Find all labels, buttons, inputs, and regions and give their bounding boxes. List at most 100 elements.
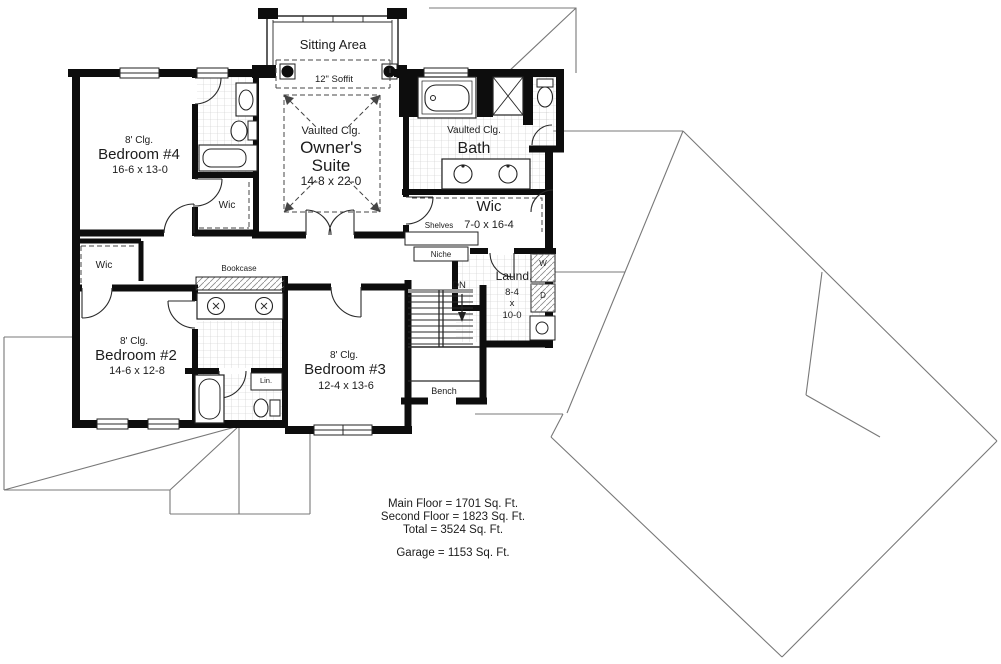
- bedroom4-dims: 16-6 x 13-0: [112, 164, 168, 176]
- linen-closet: [250, 372, 283, 391]
- hall-bath-fixtures: [198, 82, 258, 172]
- owners-wic-name: Wic: [477, 198, 502, 215]
- faucet-icon: [461, 164, 465, 168]
- vaulted-ceiling-symbol: [283, 94, 381, 213]
- window: [196, 67, 229, 79]
- bench-label: Bench: [431, 386, 457, 396]
- laundry-dim-1: 8-4: [505, 287, 519, 298]
- bedroom4-door: [163, 203, 195, 234]
- summary-main-floor: Main Floor = 1701 Sq. Ft.: [388, 498, 518, 510]
- interior-walls: [72, 69, 556, 428]
- dryer-label: D: [540, 291, 546, 300]
- laundry-dim-2: x: [510, 298, 515, 309]
- bedroom2-name: Bedroom #2: [95, 347, 177, 364]
- roof-outline: [3, 7, 998, 658]
- left-wic-label: Wic: [96, 260, 113, 271]
- windows: [96, 67, 469, 436]
- toilet: [230, 120, 258, 142]
- bedroom2-ceiling: 8' Clg.: [120, 336, 148, 347]
- owners-wic-shelving: [412, 197, 543, 232]
- hall-builtins: [404, 231, 479, 262]
- sink: [498, 164, 518, 184]
- bay-corner-post: [387, 8, 407, 19]
- stair-header: [408, 289, 473, 293]
- bookcase-label: Bookcase: [221, 264, 257, 273]
- shower: [492, 76, 524, 116]
- window: [119, 67, 160, 79]
- left-wic-shelving: [80, 245, 136, 283]
- bathtub: [194, 374, 225, 424]
- jack-jill-bath-fixtures: [194, 276, 285, 424]
- soffit-dashed-outline: [275, 59, 391, 89]
- bay-corner-post: [258, 8, 278, 19]
- laundry-sink: [529, 315, 556, 341]
- bedroom4-name: Bedroom #4: [98, 146, 180, 163]
- labels: Sitting Area 12" Soffit 8' Clg. Bedroom …: [95, 37, 547, 559]
- summary-garage: Garage = 1153 Sq. Ft.: [396, 547, 509, 559]
- bedroom2-door: [81, 287, 113, 319]
- sink: [453, 164, 473, 184]
- tub-faucet-icon: [430, 95, 436, 101]
- bathtub: [417, 76, 477, 119]
- washer-label: W: [539, 259, 547, 268]
- double-vanity: [441, 158, 531, 190]
- stairs-dn-label: DN: [452, 280, 466, 291]
- niche-label: Niche: [431, 250, 452, 259]
- bedroom3-door: [330, 286, 362, 318]
- stair-stringer: [438, 290, 444, 347]
- double-vanity: [196, 292, 284, 320]
- window: [147, 418, 180, 430]
- center-wic-label: Wic: [219, 200, 236, 211]
- owners-wic-door: [405, 196, 434, 225]
- center-wic-shelving: [199, 182, 250, 229]
- closet-shelving-dashes: [80, 182, 543, 283]
- door-swings: [81, 77, 554, 399]
- column-icon: [281, 65, 294, 78]
- soffit-label: 12" Soffit: [315, 74, 353, 85]
- summary-total: Total = 3524 Sq. Ft.: [403, 524, 503, 536]
- faucet-icon: [212, 302, 268, 310]
- owners-suite-name-2: Suite: [312, 156, 351, 175]
- hall-bath-door: [194, 77, 222, 105]
- vanity-sink: [235, 82, 258, 117]
- toilet: [253, 398, 281, 418]
- bath-ceiling: Vaulted Clg.: [447, 125, 501, 136]
- bookcase-shelf: [195, 276, 285, 291]
- owners-wic-dims: 7-0 x 16-4: [464, 219, 514, 231]
- wall-pier: [523, 69, 533, 125]
- bedroom3-ceiling: 8' Clg.: [330, 350, 358, 361]
- wall-pier: [477, 69, 493, 117]
- window: [96, 418, 129, 430]
- center-wic-door: [194, 178, 223, 207]
- wall-pier: [399, 69, 418, 117]
- laundry-dim-3: 10-0: [502, 310, 521, 321]
- window: [313, 424, 373, 436]
- shelves-unit: [404, 231, 479, 246]
- owners-suite-ceiling: Vaulted Clg.: [301, 125, 360, 137]
- bedroom3-name: Bedroom #3: [304, 361, 386, 378]
- laundry-door: [489, 252, 515, 278]
- summary-second-floor: Second Floor = 1823 Sq. Ft.: [381, 511, 525, 523]
- toilet: [536, 78, 554, 108]
- bedroom2-bath-door: [167, 300, 196, 329]
- sitting-area-bay: [252, 8, 407, 89]
- laundry-fixtures: [529, 253, 556, 341]
- staircase: [408, 289, 480, 382]
- bathtub: [198, 144, 258, 172]
- jack-jill-bath-floor-upper: [197, 321, 283, 368]
- toilet-room-door: [531, 124, 553, 146]
- faucet-icon: [506, 164, 510, 168]
- linen-label: Lin.: [260, 376, 272, 385]
- exterior-walls: [68, 69, 564, 434]
- bedroom2-dims: 14-6 x 12-8: [109, 365, 165, 377]
- niche-recess: [413, 246, 469, 262]
- wic-closet-door: [530, 189, 554, 213]
- owners-suite-dims: 14-8 x 22-0: [301, 174, 362, 188]
- owners-suite-name-1: Owner's: [300, 138, 362, 157]
- bedroom4-ceiling: 8' Clg.: [125, 135, 153, 146]
- sitting-area-label: Sitting Area: [300, 37, 367, 52]
- bedroom3-dims: 12-4 x 13-6: [318, 380, 374, 392]
- bath-name: Bath: [458, 140, 491, 157]
